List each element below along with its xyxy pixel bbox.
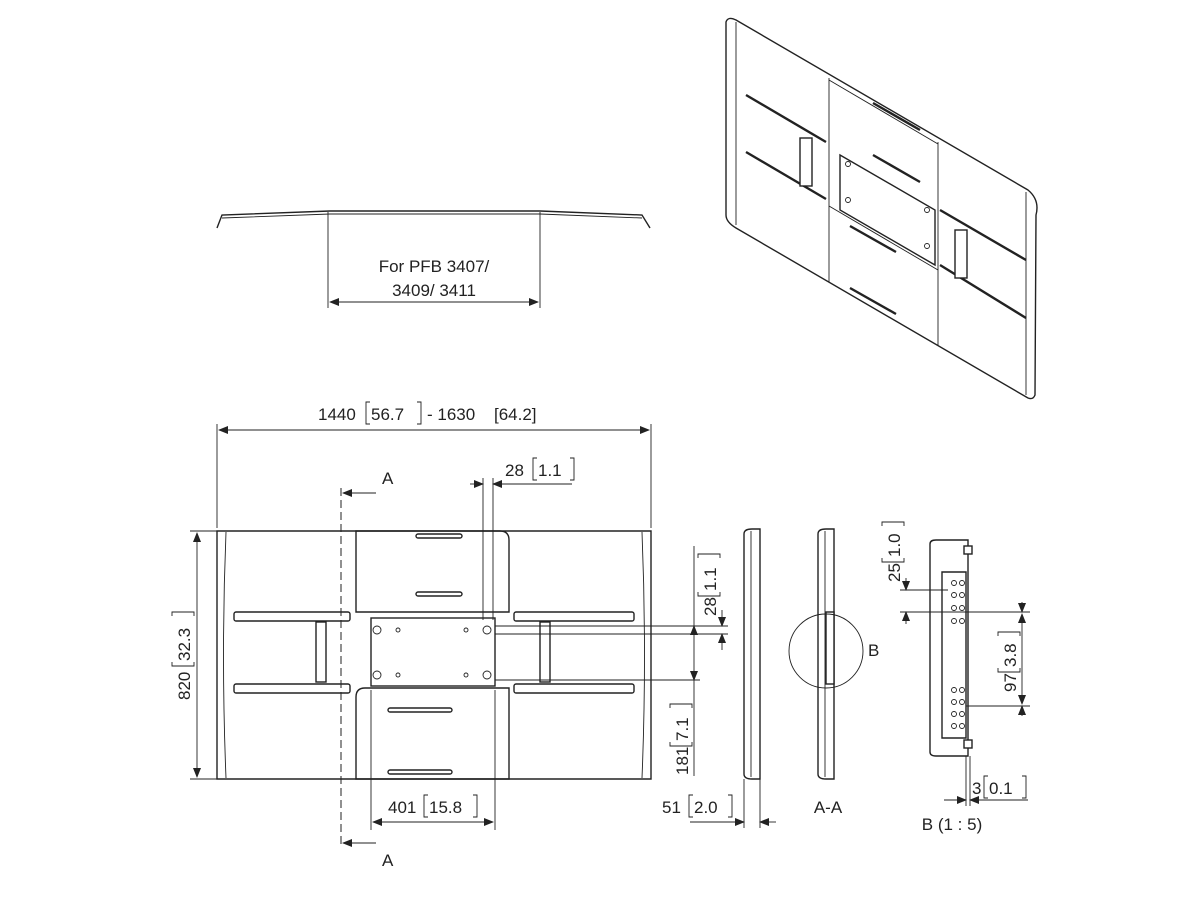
detail-25-mm: 25: [885, 563, 904, 582]
front-view: 1440 56.7 - 1630 [64.2]: [171, 401, 728, 870]
detail-25-in: 1.0: [885, 533, 904, 557]
isometric-view: [725, 17, 1038, 400]
top-view-label-line2: 3409/ 3411: [392, 281, 476, 300]
height-in: 32.3: [175, 628, 194, 661]
top-view-label-line1: For PFB 3407/: [379, 257, 490, 276]
depth-mm: 51: [662, 798, 681, 817]
depth-in: 2.0: [694, 798, 718, 817]
vertical-181-in: 7.1: [673, 717, 692, 741]
detail-label: B (1 : 5): [922, 815, 982, 834]
overall-width-in: 56.7: [371, 405, 404, 424]
section-label-top: A: [382, 469, 394, 488]
section-view: B A-A: [788, 528, 879, 817]
detail-callout: B: [868, 641, 879, 660]
detail-view: 25 1.0 97 3.8 3 0.1 B (1 : 5): [881, 521, 1030, 834]
slot-width-mm: 28: [505, 461, 524, 480]
side-view: 51 2.0: [662, 528, 776, 828]
hole-spacing-in: 15.8: [429, 798, 462, 817]
vertical-28-mm: 28: [701, 597, 720, 616]
section-label-bottom: A: [382, 851, 394, 870]
detail-3-mm: 3: [972, 779, 981, 798]
overall-width-mm: 1440: [318, 405, 356, 424]
detail-3-in: 0.1: [989, 779, 1013, 798]
vertical-28-in: 1.1: [701, 567, 720, 591]
vertical-181-mm: 181: [673, 747, 692, 775]
height-mm: 820: [175, 672, 194, 700]
detail-97-in: 3.8: [1001, 643, 1020, 667]
overall-width-max-in: [64.2]: [494, 405, 537, 424]
width-range-separator: - 1630: [427, 405, 475, 424]
detail-97-mm: 97: [1001, 673, 1020, 692]
slot-width-in: 1.1: [538, 461, 562, 480]
hole-spacing-mm: 401: [388, 798, 416, 817]
top-view: For PFB 3407/ 3409/ 3411: [216, 210, 651, 308]
section-label: A-A: [814, 798, 843, 817]
